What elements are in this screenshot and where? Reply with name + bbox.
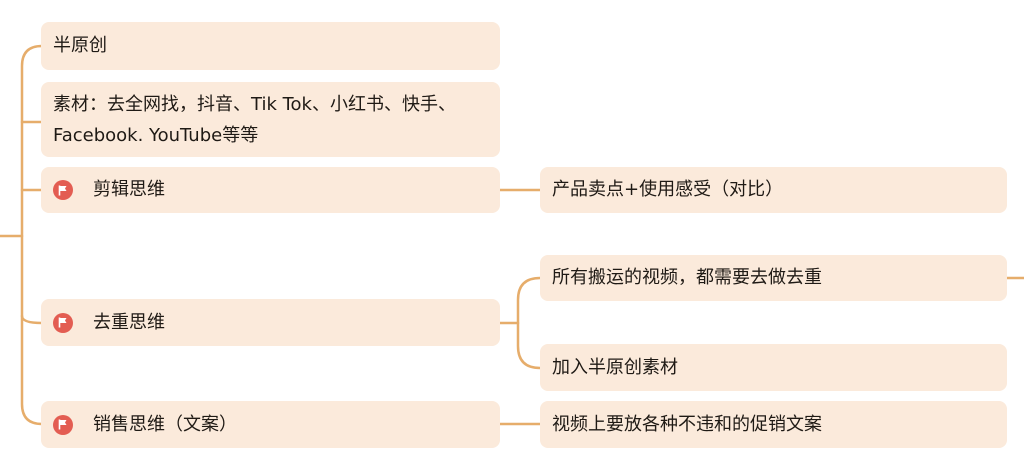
connector-to-dedup — [20, 314, 44, 325]
node-editing-thinking[interactable]: 剪辑思维 — [41, 167, 500, 213]
node-promo-copy-label: 视频上要放各种不违和的促销文案 — [552, 413, 822, 435]
node-editing-thinking-label: 剪辑思维 — [93, 179, 165, 200]
node-sales-thinking-label: 销售思维（文案） — [93, 413, 237, 435]
node-sales-thinking[interactable]: 销售思维（文案） — [41, 401, 500, 448]
flag-icon — [53, 312, 73, 333]
node-materials-label: 素材：去全网找，抖音、Tik Tok、小红书、快手、Facebook. YouT… — [53, 94, 456, 146]
node-selling-points[interactable]: 产品卖点+使用感受（对比） — [540, 167, 1007, 213]
node-materials[interactable]: 素材：去全网找，抖音、Tik Tok、小红书、快手、Facebook. YouT… — [41, 82, 500, 157]
node-semi-original[interactable]: 半原创 — [41, 22, 500, 70]
connector-dedup-to-repost — [516, 276, 542, 370]
node-semi-original-label: 半原创 — [53, 35, 107, 56]
node-dedup-thinking-label: 去重思维 — [93, 311, 165, 333]
node-add-semi-original-label: 加入半原创素材 — [552, 356, 678, 378]
node-selling-points-label: 产品卖点+使用感受（对比） — [552, 179, 784, 200]
node-promo-copy[interactable]: 视频上要放各种不违和的促销文案 — [540, 401, 1007, 448]
node-repost-dedup[interactable]: 所有搬运的视频，都需要去做去重 — [540, 255, 1007, 301]
flag-icon — [53, 180, 73, 200]
node-dedup-thinking[interactable]: 去重思维 — [41, 299, 500, 346]
node-add-semi-original[interactable]: 加入半原创素材 — [540, 344, 1007, 391]
node-repost-dedup-label: 所有搬运的视频，都需要去做去重 — [552, 267, 822, 288]
flag-icon — [53, 414, 73, 435]
connector-main-trunk — [20, 44, 44, 426]
